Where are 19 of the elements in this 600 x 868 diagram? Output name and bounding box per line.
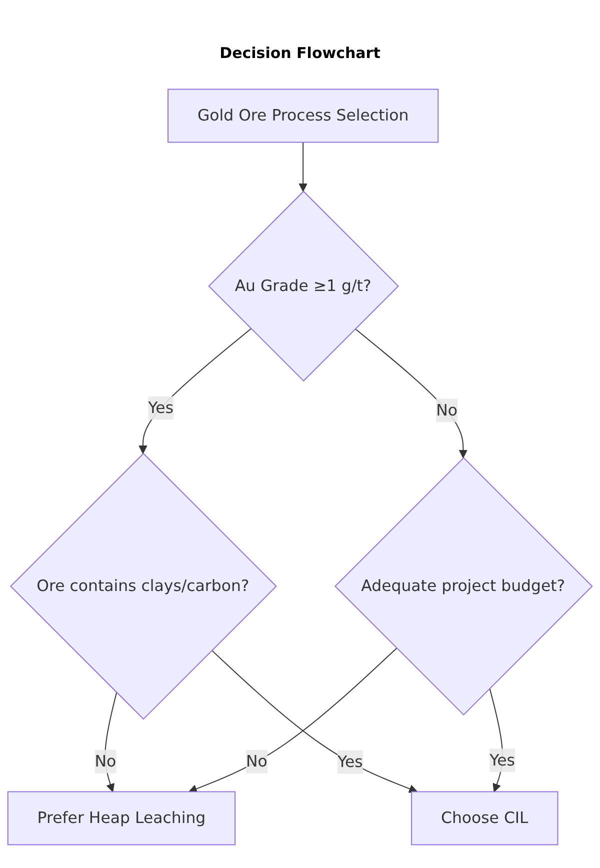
arrow [211,650,418,793]
arrow [138,328,252,454]
node-box: Choose CIL [411,791,558,846]
node-box: Gold Ore Process Selection [168,88,439,143]
arrow [298,142,308,192]
edge-label: No [94,752,116,770]
edge-label: No [246,752,268,770]
edge-label: Yes [337,752,363,771]
edge-label: Yes [490,750,515,770]
node-diamond: Ore contains clays/carbon? [10,452,277,720]
diagram-title: Decision Flowchart [218,44,382,62]
arrow [104,692,118,792]
node-diamond: Adequate project budget? [334,457,593,716]
node-diamond: Au Grade ≥1 g/t? [208,190,399,382]
arrow [188,648,398,793]
arrow [354,328,468,458]
edge-label: Yes [148,398,174,417]
edge-label: No [436,400,458,420]
node-box: Prefer Heap Leaching [7,791,236,846]
